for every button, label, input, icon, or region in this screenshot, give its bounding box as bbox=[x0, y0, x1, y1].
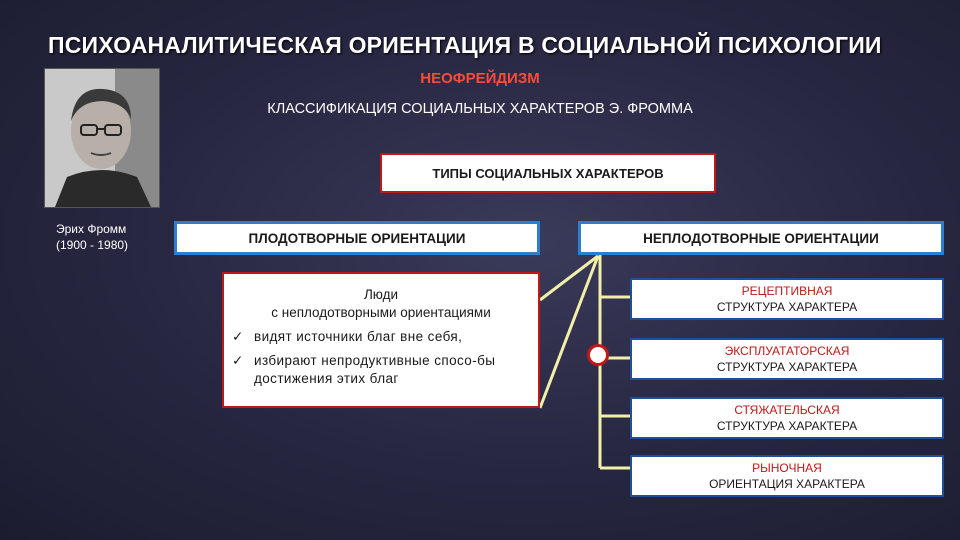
classification-heading: КЛАССИФИКАЦИЯ СОЦИАЛЬНЫХ ХАРАКТЕРОВ Э. Ф… bbox=[267, 101, 693, 117]
caption-years: (1900 - 1980) bbox=[56, 238, 129, 252]
portrait-illustration bbox=[45, 69, 159, 207]
unproductive-orientations-box: НЕПЛОДОТВОРНЫЕ ОРИЕНТАЦИИ bbox=[578, 221, 944, 255]
character-name: СТЯЖАТЕЛЬСКАЯ bbox=[734, 403, 840, 417]
productive-orientations-box: ПЛОДОТВОРНЫЕ ОРИЕНТАЦИИ bbox=[174, 221, 540, 255]
subtitle: НЕОФРЕЙДИЗМ bbox=[420, 70, 540, 87]
character-name: РЫНОЧНАЯ bbox=[752, 461, 822, 475]
people-description-box: Люди с неплодотворными ориентациями ✓ ви… bbox=[222, 272, 540, 408]
people-heading-line1: Люди bbox=[363, 287, 399, 302]
page-title: ПСИХОАНАЛИТИЧЕСКАЯ ОРИЕНТАЦИЯ В СОЦИАЛЬН… bbox=[48, 32, 882, 58]
people-heading: Люди с неплодотворными ориентациями bbox=[224, 286, 538, 322]
caption-name: Эрих Фромм bbox=[56, 222, 127, 236]
character-subtitle: СТРУКТУРА ХАРАКТЕРА bbox=[716, 419, 858, 433]
list-item: ✓ избирают непродуктивные спосо-бы дости… bbox=[224, 352, 538, 388]
portrait-caption: Эрих Фромм (1900 - 1980) bbox=[56, 221, 166, 253]
character-subtitle: ОРИЕНТАЦИЯ ХАРАКТЕРА bbox=[709, 477, 865, 491]
list-item-text: избирают непродуктивные спосо-бы достиже… bbox=[254, 353, 496, 386]
checkmark-icon: ✓ bbox=[232, 353, 244, 368]
people-heading-line2: с неплодотворными ориентациями bbox=[271, 305, 491, 320]
character-box-marketing: РЫНОЧНАЯ ОРИЕНТАЦИЯ ХАРАКТЕРА bbox=[630, 455, 944, 497]
character-name: РЕЦЕПТИВНАЯ bbox=[741, 284, 833, 298]
list-item-text: видят источники благ вне себя, bbox=[254, 329, 463, 344]
list-item: ✓ видят источники благ вне себя, bbox=[224, 328, 538, 346]
character-box-exploitative: ЭКСПЛУАТАТОРСКАЯ СТРУКТУРА ХАРАКТЕРА bbox=[630, 338, 944, 380]
character-subtitle: СТРУКТУРА ХАРАКТЕРА bbox=[716, 300, 858, 314]
character-name: ЭКСПЛУАТАТОРСКАЯ bbox=[724, 344, 850, 358]
character-subtitle: СТРУКТУРА ХАРАКТЕРА bbox=[716, 360, 858, 374]
connector-dot bbox=[587, 344, 609, 366]
character-box-receptive: РЕЦЕПТИВНАЯ СТРУКТУРА ХАРАКТЕРА bbox=[630, 278, 944, 320]
checkmark-icon: ✓ bbox=[232, 329, 244, 344]
portrait-photo bbox=[44, 68, 160, 208]
character-box-hoarding: СТЯЖАТЕЛЬСКАЯ СТРУКТУРА ХАРАКТЕРА bbox=[630, 397, 944, 439]
types-box: ТИПЫ СОЦИАЛЬНЫХ ХАРАКТЕРОВ bbox=[380, 153, 716, 193]
